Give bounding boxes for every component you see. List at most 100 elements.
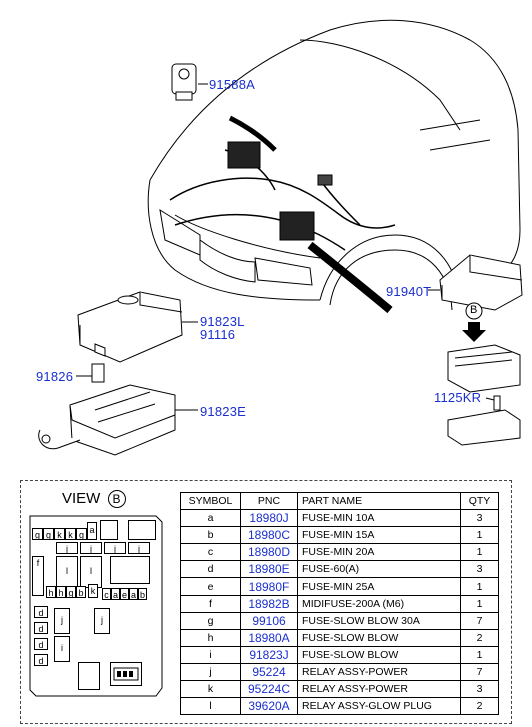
small-fuse-part xyxy=(91,363,105,383)
slot-l-1: l xyxy=(56,556,78,588)
table-cell-part-name: RELAY ASSY-POWER xyxy=(297,662,461,682)
slot-d-4: d xyxy=(34,654,48,666)
table-cell-qty: 2 xyxy=(460,628,499,647)
car-windshield-outline xyxy=(299,39,461,131)
table-cell-qty: 1 xyxy=(460,526,499,545)
callout-91823l: 91823L xyxy=(200,314,245,329)
slot-j-4: j xyxy=(128,542,150,554)
table-cell-part-name: FUSE-60(A) xyxy=(297,560,461,579)
slot-i: i xyxy=(54,636,70,662)
table-cell-part-name: FUSE-MIN 20A xyxy=(297,543,461,562)
table-cell-part-name: RELAY ASSY-GLOW PLUG xyxy=(297,697,461,716)
table-cell-qty: 1 xyxy=(460,645,499,664)
view-b-marker-letter: B xyxy=(470,304,478,316)
callout-91823e: 91823E xyxy=(200,404,247,419)
callout-1125kr: 1125KR xyxy=(434,390,482,405)
view-letter: B xyxy=(107,490,126,508)
table-cell-qty: 1 xyxy=(460,543,499,562)
table-cell-pnc[interactable]: 18980A xyxy=(240,628,298,647)
table-cell-part-name: FUSE-MIN 15A xyxy=(297,526,461,545)
fusebox-cover-part xyxy=(77,291,183,363)
slot-j-2: j xyxy=(80,542,102,554)
slot-b-2: b xyxy=(138,588,147,600)
header-qty: QTY xyxy=(460,491,499,511)
table-cell-symbol: c xyxy=(180,543,241,562)
slot-h-2: h xyxy=(56,586,66,598)
relay-sensor-part xyxy=(171,63,197,101)
table-header-row: SYMBOL PNC PART NAME QTY xyxy=(180,491,499,511)
bracket-part xyxy=(447,395,521,446)
view-label: VIEW xyxy=(62,490,101,507)
slot-f: f xyxy=(32,556,44,596)
slot-block-4 xyxy=(78,662,100,690)
table-cell-pnc[interactable]: 99106 xyxy=(240,611,298,630)
table-cell-symbol: g xyxy=(180,611,241,630)
table-cell-part-name: RELAY ASSY-POWER xyxy=(297,680,461,699)
car-fender-outline xyxy=(147,179,321,301)
slot-h-1: h xyxy=(46,586,56,598)
slot-j-6: j xyxy=(94,608,110,634)
table-cell-qty: 2 xyxy=(460,697,499,716)
table-cell-part-name: FUSE-SLOW BLOW xyxy=(297,645,461,664)
table-cell-symbol: j xyxy=(180,662,241,682)
slot-a-1: a xyxy=(87,522,97,540)
slot-e: e xyxy=(120,588,129,600)
slot-k-2: k xyxy=(65,528,76,540)
slot-b-1: b xyxy=(76,586,86,598)
header-pnc: PNC xyxy=(240,491,298,511)
table-cell-symbol: a xyxy=(180,509,241,528)
car-grille xyxy=(199,239,256,283)
slot-k-3: k xyxy=(88,584,98,598)
slot-j-1: j xyxy=(56,542,78,554)
table-cell-pnc[interactable]: 91823J xyxy=(240,645,298,664)
connector-block xyxy=(110,662,142,686)
harness-cover-part xyxy=(439,254,523,311)
slot-block-2 xyxy=(128,520,156,540)
table-cell-pnc[interactable]: 18980C xyxy=(240,526,298,545)
table-cell-pnc[interactable]: 18980F xyxy=(240,577,298,596)
callout-91588a: 91588A xyxy=(209,77,256,92)
table-cell-qty: 3 xyxy=(460,680,499,699)
table-cell-pnc[interactable]: 18980J xyxy=(240,509,298,528)
slot-j-5: j xyxy=(54,608,70,634)
view-b-marker xyxy=(465,302,483,320)
table-cell-part-name: FUSE-MIN 10A xyxy=(297,509,461,528)
table-cell-pnc[interactable]: 18980D xyxy=(240,543,298,562)
slot-a-2: a xyxy=(111,588,120,600)
car-headlight-right xyxy=(254,257,313,286)
table-cell-symbol: k xyxy=(180,680,241,699)
table-cell-pnc[interactable]: 95224 xyxy=(240,662,298,682)
table-cell-pnc[interactable]: 39620A xyxy=(240,697,298,716)
lower-fusebox-part xyxy=(38,384,176,456)
table-cell-symbol: h xyxy=(180,628,241,647)
slot-d-3: d xyxy=(34,638,48,650)
table-cell-qty: 3 xyxy=(460,509,499,528)
slot-g-4: g xyxy=(66,586,76,598)
header-part-name: PART NAME xyxy=(297,491,461,511)
header-symbol: SYMBOL xyxy=(180,491,241,511)
slot-j-3: j xyxy=(104,542,126,554)
table-cell-pnc[interactable]: 18982B xyxy=(240,594,298,613)
table-cell-pnc[interactable]: 95224C xyxy=(240,680,298,699)
table-cell-symbol: b xyxy=(180,526,241,545)
table-cell-qty: 1 xyxy=(460,577,499,596)
table-cell-symbol: i xyxy=(180,645,241,664)
slot-g-1: g xyxy=(32,528,43,540)
legend-frame xyxy=(20,480,512,724)
table-cell-qty: 1 xyxy=(460,594,499,613)
table-cell-symbol: f xyxy=(180,594,241,613)
table-cell-part-name: FUSE-MIN 25A xyxy=(297,577,461,596)
table-cell-pnc[interactable]: 18980E xyxy=(240,560,298,579)
